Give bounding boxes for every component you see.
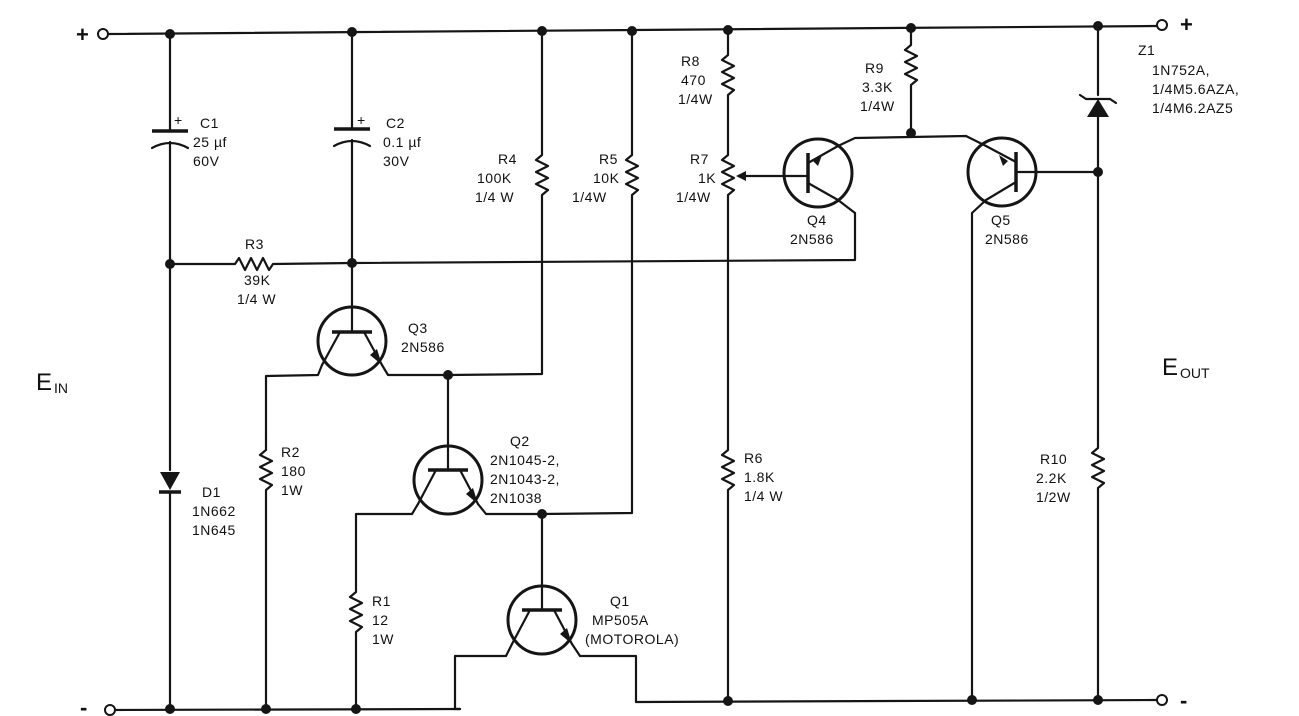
component-label: 1N662 — [192, 503, 236, 519]
output-plus-terminal: + — [1156, 12, 1193, 37]
component-label: 1N752A, — [1152, 62, 1210, 78]
component-label: 1W — [372, 631, 394, 647]
junction-dots — [165, 21, 1103, 714]
component-label: 1.8K — [744, 469, 775, 485]
component-label: 39K — [244, 272, 271, 288]
component-label: 1/4 W — [237, 291, 276, 307]
component-label: + — [357, 112, 366, 128]
component-label: 12 — [372, 612, 389, 628]
resistor-r1: R1 12 1W — [348, 583, 394, 711]
component-label: C2 — [386, 115, 405, 131]
component-label: R3 — [245, 236, 264, 252]
input-minus-terminal: - — [80, 695, 116, 716]
component-label: Z1 — [1138, 42, 1155, 58]
resistor-r4: R4 100K 1/4 W — [446, 32, 550, 377]
resistor-r3: R3 39K 1/4 W — [168, 236, 354, 307]
component-label: 1/4 W — [744, 488, 783, 504]
diode-d1: D1 1N662 1N645 — [159, 262, 236, 712]
component-label: 1/4M5.6AZA, — [1152, 81, 1239, 97]
component-label: 25 µf — [193, 134, 227, 150]
component-label: C1 — [200, 115, 219, 131]
component-label: 2N586 — [401, 339, 445, 355]
component-label: 2N1043-2, — [490, 471, 560, 487]
component-label: 180 — [281, 463, 306, 479]
component-label: (MOTOROLA) — [585, 631, 679, 647]
component-label: 3.3K — [862, 79, 893, 95]
resistor-r6: R6 1.8K 1/4 W — [720, 438, 783, 703]
transistor-q2: Q2 2N1045-2, 2N1043-2, 2N1038 — [354, 373, 560, 587]
component-label: 2N586 — [985, 231, 1029, 247]
component-label: 1/4W — [676, 189, 711, 205]
component-label: R1 — [372, 593, 391, 609]
input-minus-sign: - — [80, 695, 87, 716]
component-label: 1/4W — [572, 189, 607, 205]
resistor-r10: R10 2.2K 1/2W — [1036, 438, 1106, 702]
capacitor-c2: + C2 0.1 µf 30V — [332, 32, 421, 309]
transistor-q1: Q1 MP505A (MOTOROLA) — [453, 512, 679, 711]
component-label: 30V — [383, 153, 410, 169]
component-label: 1/4W — [860, 98, 895, 114]
component-label: R2 — [281, 444, 300, 460]
component-label: 1/4M6.2AZ5 — [1152, 100, 1233, 116]
transistor-q3: Q3 2N586 — [264, 305, 450, 442]
component-label: Q2 — [510, 433, 530, 449]
component-label: 2N1038 — [490, 490, 542, 506]
component-label: 2N586 — [790, 231, 834, 247]
component-label: 100K — [477, 170, 512, 186]
resistor-r9: R9 3.3K 1/4W — [860, 26, 919, 135]
potentiometer-r7: R7 1K 1/4W — [676, 148, 787, 442]
component-label: 1/4W — [678, 91, 713, 107]
transistor-q4: Q4 2N586 — [782, 135, 913, 247]
component-label: R5 — [599, 151, 618, 167]
component-label: R4 — [498, 151, 517, 167]
input-plus-sign: + — [76, 22, 89, 47]
component-label: 1W — [281, 482, 303, 498]
component-label: 1/4 W — [475, 189, 514, 205]
resistor-r5: R5 10K 1/4W — [540, 32, 640, 516]
zener-z1: Z1 1N752A, 1/4M5.6AZA, 1/4M6.2AZ5 — [1078, 24, 1239, 442]
component-label: 1N645 — [192, 522, 236, 538]
component-label: + — [174, 112, 183, 128]
resistor-r2: R2 180 1W — [258, 438, 306, 711]
output-minus-terminal: - — [1156, 688, 1187, 713]
component-label: 2.2K — [1036, 470, 1067, 486]
component-label: 1K — [698, 170, 716, 186]
output-minus-sign: - — [1180, 688, 1187, 713]
component-label: 10K — [593, 170, 620, 186]
component-label: Q3 — [408, 320, 428, 336]
output-plus-sign: + — [1180, 12, 1193, 37]
component-label: R8 — [681, 53, 700, 69]
component-label: 1/2W — [1036, 489, 1071, 505]
component-label: 2N1045-2, — [490, 452, 560, 468]
component-label: Q4 — [807, 212, 827, 228]
r3-q4-wire — [350, 211, 857, 265]
component-label: 0.1 µf — [383, 134, 421, 150]
component-label: R7 — [690, 151, 709, 167]
component-label: R6 — [744, 450, 763, 466]
component-label: Q5 — [991, 212, 1011, 228]
component-label: Q1 — [610, 593, 630, 609]
input-plus-terminal: + — [76, 22, 109, 47]
component-label: R10 — [1040, 451, 1067, 467]
capacitor-c1: + C1 25 µf 60V — [150, 32, 227, 266]
resistor-r8: R8 470 1/4W — [678, 29, 736, 152]
component-label: MP505A — [592, 612, 649, 628]
component-label: R9 — [865, 60, 884, 76]
component-label: 470 — [681, 72, 706, 88]
component-label: 60V — [193, 153, 220, 169]
transistor-q5: Q5 2N586 — [909, 134, 1100, 702]
component-label: D1 — [202, 484, 221, 500]
